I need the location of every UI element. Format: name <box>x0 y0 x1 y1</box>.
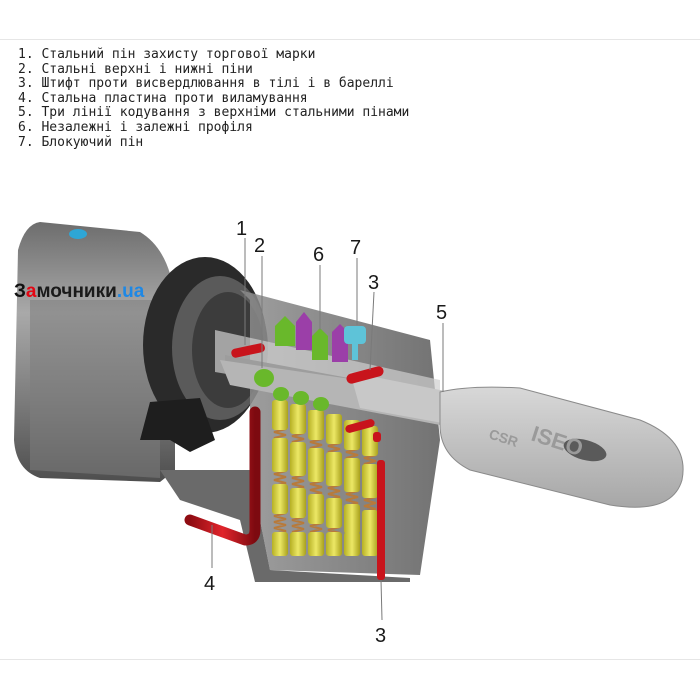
anti-break-plate <box>184 406 261 546</box>
lower-pin-base <box>362 532 378 556</box>
green-pin-tip <box>293 391 309 405</box>
lower-pin <box>344 458 360 492</box>
callout-2: 2 <box>254 235 265 257</box>
lower-pin-base <box>272 532 288 556</box>
green-pin-tip <box>313 397 329 411</box>
legend-item: 2. Стальні верхні і нижні піни <box>18 61 253 77</box>
lower-pin <box>344 504 360 534</box>
blue-dot-icon <box>69 229 87 239</box>
legend-item: 7. Блокуючий пін <box>18 134 144 150</box>
callout-3-top: 3 <box>368 272 379 294</box>
lower-pin-base <box>290 532 306 556</box>
bottom-divider <box>0 659 700 660</box>
lower-pin <box>290 404 306 434</box>
lower-pin-base <box>326 532 342 556</box>
green-pin-tip <box>273 387 289 401</box>
legend-item: 4. Стальна пластина проти виламування <box>18 90 308 106</box>
callout-6: 6 <box>313 244 324 266</box>
anti-drill-pin-vertical <box>377 460 385 580</box>
callout-7: 7 <box>350 237 361 259</box>
brand-pin <box>231 343 265 358</box>
steel-pin-green <box>254 369 274 387</box>
legend-item: 1. Стальний пін захисту торгової марки <box>18 47 316 62</box>
lower-pin <box>272 438 288 472</box>
callout-3-bottom: 3 <box>375 625 386 647</box>
callout-5: 5 <box>436 302 447 324</box>
legend-item: 3. Штифт проти висвердлювання в тілі і в… <box>18 76 394 92</box>
lower-pin <box>272 484 288 514</box>
lower-pin <box>362 464 378 498</box>
lower-pin <box>290 488 306 518</box>
lower-pin <box>326 414 342 444</box>
legend-list: 1. Стальний пін захисту торгової марки 2… <box>18 47 410 150</box>
anti-drill-pin-top <box>346 366 384 384</box>
lower-pin <box>272 400 288 430</box>
key-hole <box>563 438 607 462</box>
blocking-pin <box>344 326 366 344</box>
cam <box>140 398 215 452</box>
legend-item: 5. Три лінії кодування з верхніми стальн… <box>18 105 410 121</box>
lower-pin-base <box>308 532 324 556</box>
top-coding-pins <box>275 312 366 362</box>
lower-pin <box>326 452 342 486</box>
lower-pin <box>326 498 342 528</box>
key: ISEO CSR <box>220 360 684 508</box>
lower-pin <box>308 410 324 440</box>
callout-1: 1 <box>236 218 247 240</box>
callout-4: 4 <box>204 573 215 595</box>
callout-lines <box>211 238 444 621</box>
watermark-logo: Замочники.ua <box>14 281 145 302</box>
lower-pin <box>308 494 324 524</box>
lower-pin <box>290 442 306 476</box>
pin-stack <box>272 387 378 556</box>
anti-drill-pin-small <box>373 432 381 442</box>
anti-drill-pin-mid <box>345 419 375 433</box>
lower-pin <box>308 448 324 482</box>
top-divider <box>0 39 700 40</box>
lower-pin-base <box>344 532 360 556</box>
legend-item: 6. Незалежні і залежні профіля <box>18 119 253 135</box>
